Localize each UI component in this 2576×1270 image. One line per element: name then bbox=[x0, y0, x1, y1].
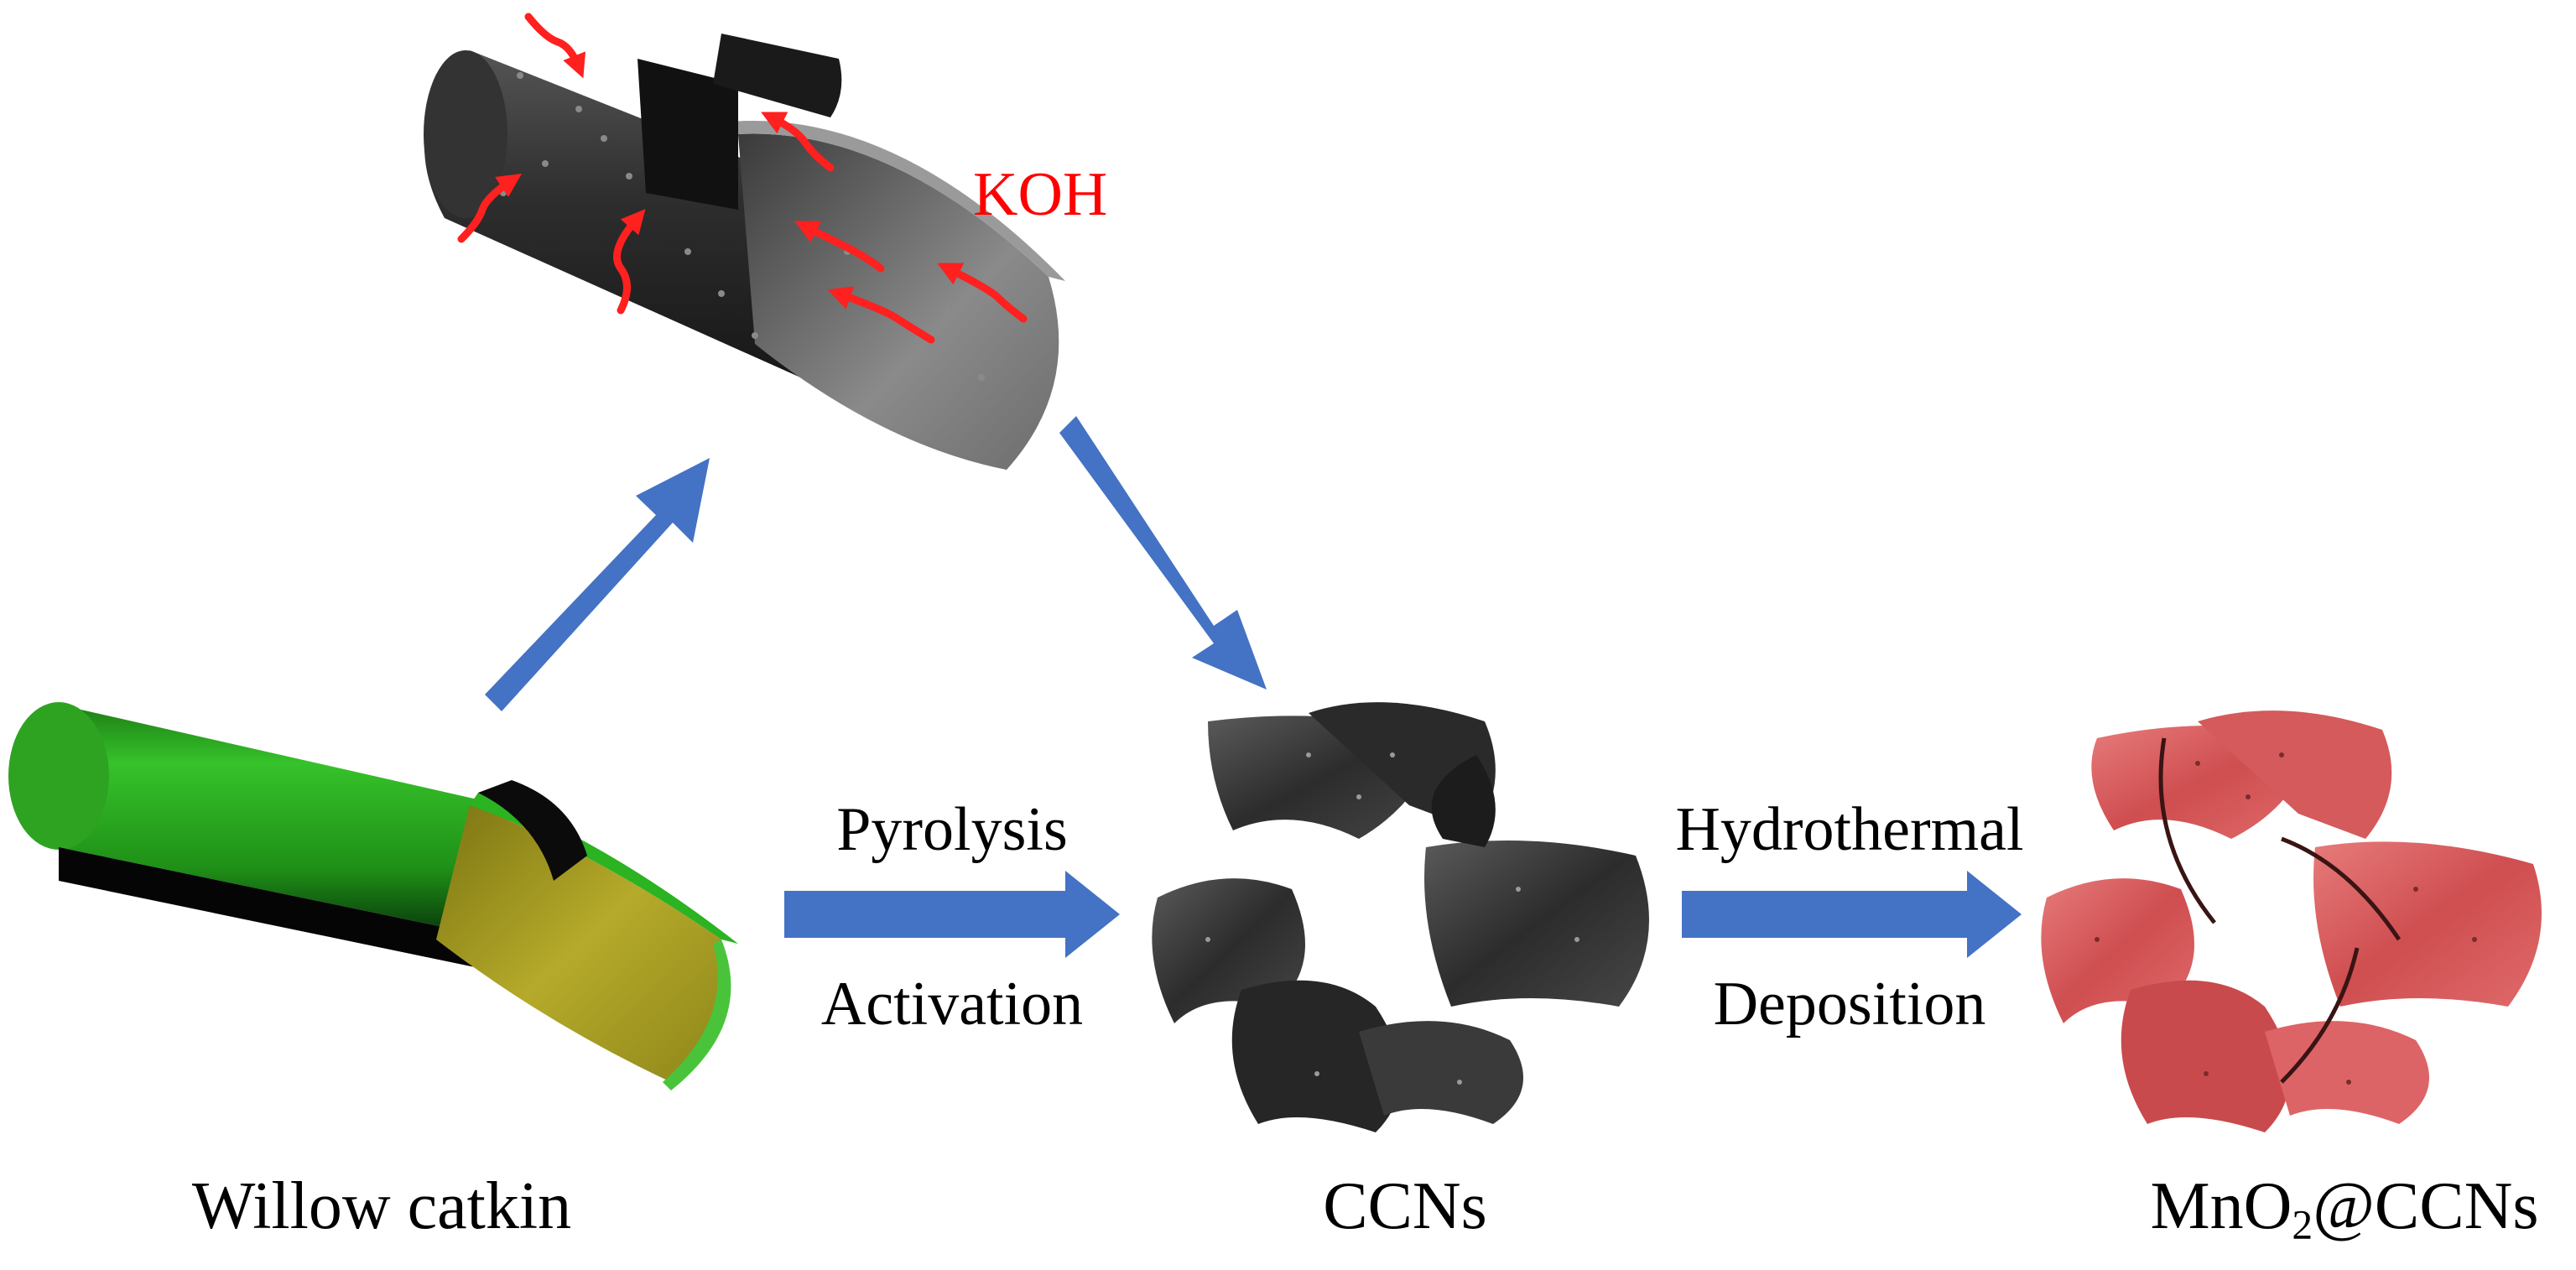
koh-label: KOH bbox=[973, 160, 1108, 229]
ccns-illustration bbox=[1152, 702, 1649, 1132]
ccns-label: CCNs bbox=[1323, 1169, 1487, 1243]
mno2-ccns-label-prefix: MnO bbox=[2150, 1169, 2292, 1243]
arrow-activation-to-ccns bbox=[1059, 416, 1267, 690]
arrow-catkin-to-activation bbox=[485, 458, 710, 711]
mno2-ccns-label-subscript: 2 bbox=[2292, 1201, 2313, 1248]
arrow-pyrolysis-activation bbox=[784, 871, 1120, 958]
mno2-ccns-label: MnO2@CCNs bbox=[2151, 1173, 2539, 1246]
mno2-ccns-illustration bbox=[2041, 710, 2542, 1132]
mno2-ccns-label-suffix: @CCNs bbox=[2313, 1169, 2539, 1243]
willow-catkin-tube-illustration bbox=[8, 702, 738, 1090]
deposition-label: Deposition bbox=[1713, 970, 1986, 1038]
hydrothermal-label: Hydrothermal bbox=[1675, 795, 2024, 864]
arrow-hydrothermal-deposition bbox=[1682, 871, 2022, 958]
koh-activated-tube-illustration bbox=[424, 13, 1065, 470]
pyrolysis-label: Pyrolysis bbox=[836, 795, 1068, 864]
willow-catkin-label: Willow catkin bbox=[191, 1169, 572, 1243]
activation-label: Activation bbox=[820, 970, 1084, 1038]
